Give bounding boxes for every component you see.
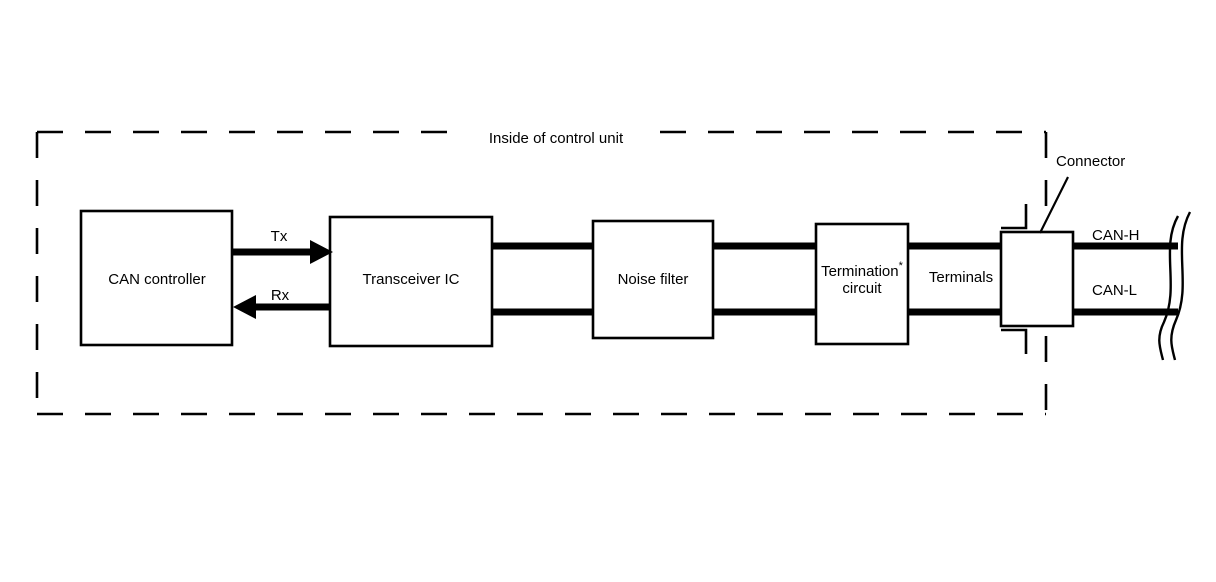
block-termination-circuit <box>814 222 910 346</box>
rx-arrow-head <box>233 295 256 319</box>
connector-bracket-upper <box>1001 204 1028 230</box>
connector-body <box>999 230 1075 328</box>
block-noise-filter <box>591 219 715 340</box>
terminals-label: Terminals <box>928 269 994 286</box>
can-h-label: CAN-H <box>1092 227 1140 244</box>
block-label-can-controller: CAN controller <box>108 271 206 288</box>
harness-break-wave-left <box>1158 215 1180 361</box>
connector-leader-line <box>1039 176 1069 234</box>
rx-signal-label: Rx <box>270 287 290 304</box>
can-l-label: CAN-L <box>1092 282 1138 299</box>
termination-circuit-footnote-marker: * <box>898 260 903 272</box>
harness-break-wave-right <box>1170 211 1192 361</box>
connector-bracket-lower <box>1001 328 1028 354</box>
tx-signal-label: Tx <box>270 228 288 245</box>
termination-circuit-line1: Termination <box>821 263 899 280</box>
block-can-controller <box>79 209 234 347</box>
termination-circuit-line2: circuit <box>842 279 882 297</box>
block-transceiver-ic <box>328 215 494 348</box>
tx-arrow-head <box>310 240 333 264</box>
connector-label: Connector <box>1056 153 1126 170</box>
block-label-termination-circuit: Termination* circuit <box>821 260 903 298</box>
block-label-noise-filter: Noise filter <box>617 271 689 288</box>
block-label-transceiver-ic: Transceiver IC <box>362 271 460 288</box>
enclosure-label: Inside of control unit <box>488 130 624 147</box>
